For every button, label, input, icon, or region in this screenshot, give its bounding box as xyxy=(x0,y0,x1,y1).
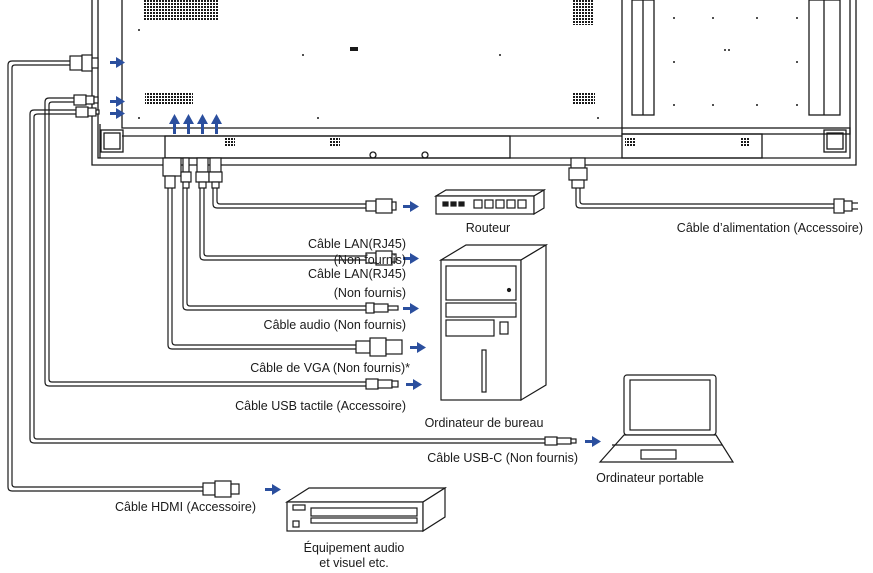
lan2-cable-label: Câble LAN(RJ45) xyxy=(308,267,406,281)
audio-cable xyxy=(182,188,370,311)
lan1-cable-label: Câble LAN(RJ45) xyxy=(308,237,406,251)
hdmi-device-arrow xyxy=(265,484,281,495)
usb-touch-device-arrow xyxy=(406,379,422,390)
lan1-cable-note: (Non fournis) xyxy=(334,253,406,267)
usb-touch-plug-monitor xyxy=(73,94,99,106)
device-arrows xyxy=(265,201,601,495)
connectors xyxy=(69,54,858,498)
usbc-port-arrow xyxy=(110,96,125,107)
av-equipment-label: Équipement audio xyxy=(304,540,405,555)
cables xyxy=(7,60,838,492)
usb-touch-cable-label: Câble USB tactile (Accessoire) xyxy=(235,399,406,413)
laptop-label: Ordinateur portable xyxy=(596,471,704,485)
hdmi-cable xyxy=(7,60,205,492)
audio-cable-label: Câble audio (Non fournis) xyxy=(264,318,406,332)
av-equipment-icon xyxy=(284,486,448,533)
lan1-device-arrow xyxy=(403,201,419,212)
hdmi-plug-monitor xyxy=(69,54,99,72)
audio-port-arrow xyxy=(183,114,194,134)
lan1-port-arrow xyxy=(211,114,222,134)
desktop-tower-icon xyxy=(438,243,549,402)
power-cable-label: Câble d’alimentation (Accessoire) xyxy=(677,221,863,235)
lan1-cable xyxy=(212,188,370,209)
desktop-label: Ordinateur de bureau xyxy=(425,416,544,430)
lan2-plug-monitor xyxy=(195,157,210,189)
hdmi-plug-end xyxy=(202,480,240,498)
vent-grilles xyxy=(143,0,750,147)
vga-cable-label: Câble de VGA (Non fournis)* xyxy=(250,361,410,375)
lan1-plug-monitor xyxy=(208,157,223,189)
usbc-plug-end xyxy=(544,436,577,446)
lan1-plug-end xyxy=(365,198,397,214)
bottom-port-arrows xyxy=(169,114,222,134)
audio-plug-end xyxy=(365,302,399,314)
lan2-cable-note: (Non fournis) xyxy=(334,286,406,300)
power-plug-end xyxy=(833,198,858,214)
hdmi-port-arrow xyxy=(110,57,125,68)
av-equipment-note: et visuel etc. xyxy=(319,556,388,570)
lan2-cable xyxy=(199,188,370,261)
usbc-device-arrow xyxy=(585,436,601,447)
audio-device-arrow xyxy=(403,303,419,314)
vga-port-arrow xyxy=(169,114,180,134)
lan2-port-arrow xyxy=(197,114,208,134)
panel-screw-dots xyxy=(138,17,798,119)
usb-touch-plug-end xyxy=(365,378,399,390)
router-label: Routeur xyxy=(466,221,510,235)
laptop-icon xyxy=(598,374,735,463)
usb-touch-cable xyxy=(44,97,370,387)
vga-device-arrow xyxy=(410,342,426,353)
vga-cable xyxy=(167,188,358,350)
hdmi-cable-label: Câble HDMI (Accessoire) xyxy=(115,500,256,514)
audio-plug-monitor xyxy=(180,157,192,189)
usb-touch-port-arrow xyxy=(110,108,125,119)
labels: Câble LAN(RJ45) (Non fournis) Routeur Câ… xyxy=(115,221,863,570)
side-port-arrows xyxy=(110,57,125,119)
vga-plug-monitor xyxy=(162,157,182,189)
router-icon xyxy=(433,188,547,216)
lan2-plug-end xyxy=(365,250,397,266)
usbc-cable-label: Câble USB-C (Non fournis) xyxy=(427,451,578,465)
power-plug-monitor xyxy=(568,157,588,189)
usbc-plug-monitor xyxy=(75,106,100,118)
usbc-cable xyxy=(29,109,545,444)
vga-plug-end xyxy=(355,337,403,357)
power-cable xyxy=(575,188,838,209)
lan2-device-arrow xyxy=(403,253,419,264)
